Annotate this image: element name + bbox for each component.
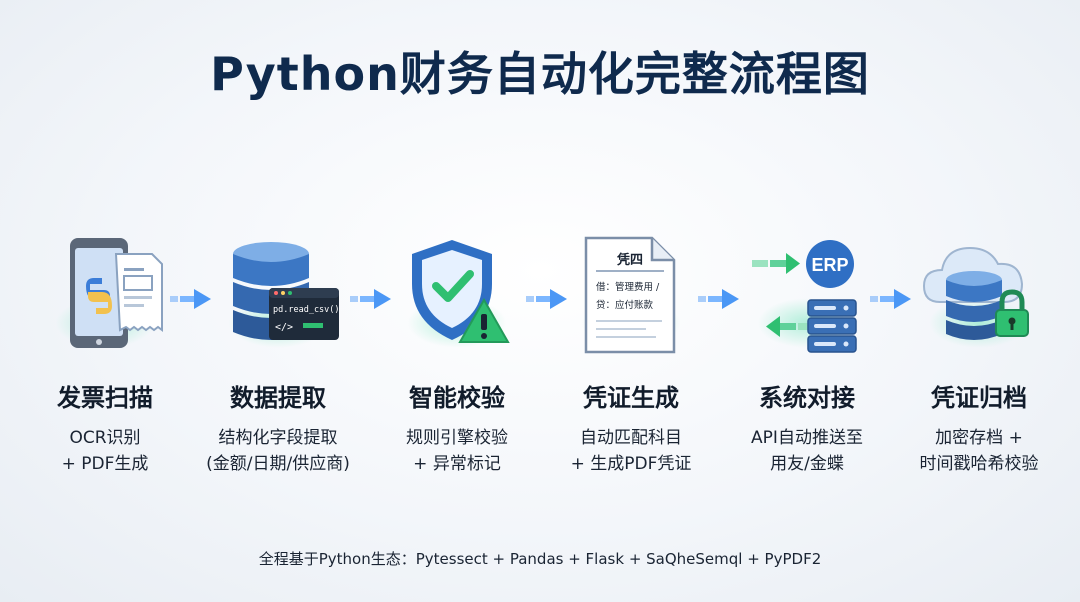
svg-text:贷：应付账款: 贷：应付账款 (596, 299, 654, 311)
phone-scan-invoice-icon (40, 228, 170, 358)
step-title: 数据提取 (193, 378, 363, 413)
cloud-lock-icon (914, 228, 1044, 358)
svg-text:借：管理费用 /: 借：管理费用 / (596, 281, 660, 293)
step-data-extraction: pd.read_csv() </> 数据提取 结构化字段提取 (金额/日期/供应… (193, 228, 363, 477)
step-invoice-scan: 发票扫描 OCR识别 + PDF生成 (20, 228, 190, 477)
process-flow: 发票扫描 OCR识别 + PDF生成 pd.read_csv() (0, 228, 1080, 488)
shield-check-icon (392, 228, 522, 358)
step-title: 系统对接 (722, 378, 892, 413)
step-voucher-archive: 凭证归档 加密存档 + 时间戳哈希校验 (894, 228, 1064, 477)
step-description: API自动推送至 用友/金蝶 (722, 425, 892, 477)
step-smart-validation: 智能校验 规则引擎校验 + 异常标记 (372, 228, 542, 477)
svg-text:ERP: ERP (811, 255, 848, 275)
svg-text:pd.read_csv(): pd.read_csv() (273, 305, 340, 315)
svg-text:凭四: 凭四 (616, 252, 643, 268)
step-title: 凭证生成 (546, 378, 716, 413)
step-description: 规则引擎校验 + 异常标记 (372, 425, 542, 477)
step-title: 凭证归档 (894, 378, 1064, 413)
database-code-icon: pd.read_csv() </> (213, 228, 343, 358)
step-title: 发票扫描 (20, 378, 190, 413)
step-description: 结构化字段提取 (金额/日期/供应商) (193, 425, 363, 477)
step-description: OCR识别 + PDF生成 (20, 425, 190, 477)
erp-server-icon: ERP (742, 228, 872, 358)
step-voucher-generation: 凭四 借：管理费用 / 贷：应付账款 凭证生成 自动匹配科目 + 生成PDF凭证 (546, 228, 716, 477)
page-title: Python财务自动化完整流程图 (0, 38, 1080, 104)
step-description: 加密存档 + 时间戳哈希校验 (894, 425, 1064, 477)
voucher-document-icon: 凭四 借：管理费用 / 贷：应付账款 (566, 228, 696, 358)
step-description: 自动匹配科目 + 生成PDF凭证 (546, 425, 716, 477)
step-title: 智能校验 (372, 378, 542, 413)
step-system-integration: ERP 系统对接 API自动推送至 用友/金蝶 (722, 228, 892, 477)
tech-stack-footer: 全程基于Python生态：Pytessect + Pandas + Flask … (0, 548, 1080, 569)
svg-text:</>: </> (275, 322, 293, 333)
